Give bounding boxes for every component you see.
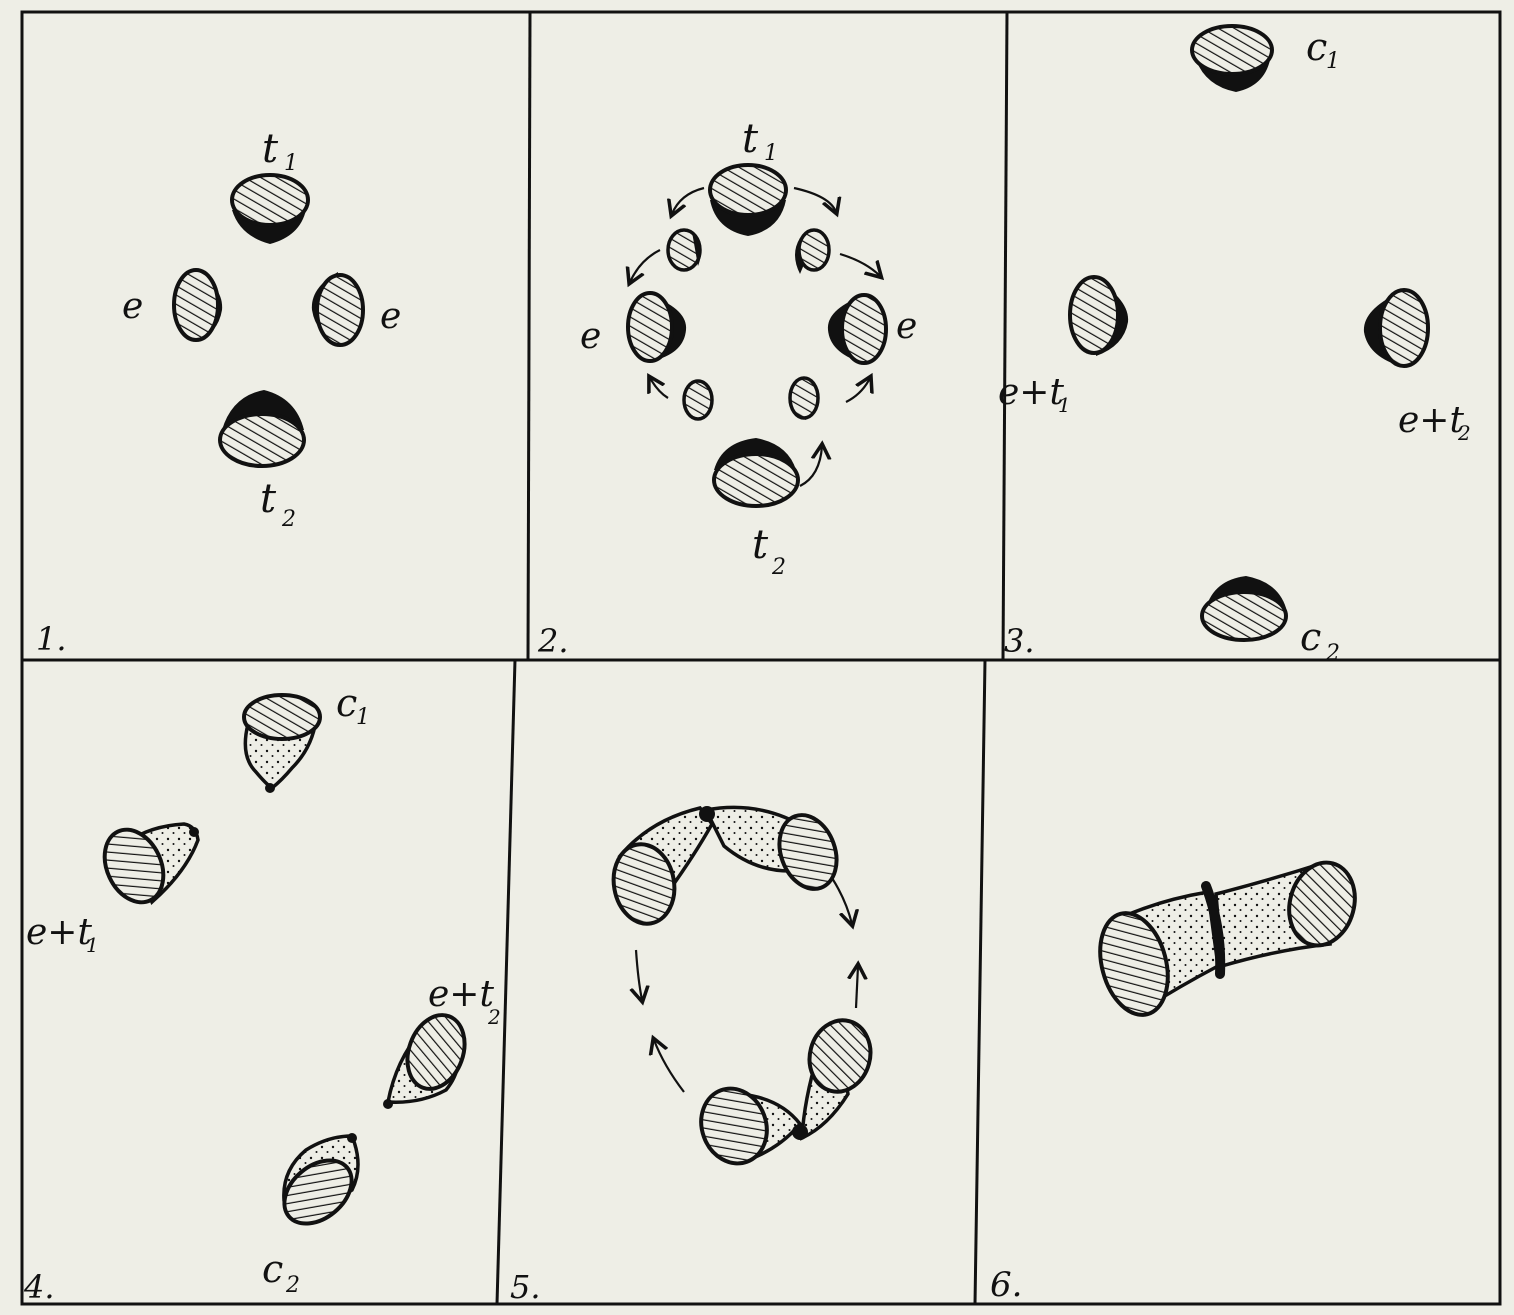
panel-6: 6. <box>990 855 1364 1305</box>
chromosome-arm-lower-right <box>802 1013 879 1138</box>
chromosome-arm-left <box>1090 892 1218 1023</box>
label-t1-sub: 1 <box>284 151 298 176</box>
centromere-upper <box>699 806 715 822</box>
label-t1-sub: 1 <box>764 141 778 166</box>
chromosome-e-right <box>312 272 363 345</box>
chromosome-e-t1 <box>1070 277 1128 356</box>
chromosome-c1 <box>1192 26 1272 92</box>
label-t1: t <box>262 126 279 172</box>
panel-number-4: 4. <box>23 1268 55 1306</box>
chromosome-arm-upper-right <box>706 807 846 897</box>
chromosome-arm-upper-left <box>608 808 712 929</box>
panel-4: c 1 e+t 1 e+t 2 c 2 4. <box>23 681 501 1306</box>
chromosome-e-t1 <box>93 820 199 912</box>
chromosome-t2 <box>220 390 304 466</box>
panel-number-1: 1. <box>36 620 67 658</box>
panel-3: c 1 e+t 1 e+t 2 c 2 3. <box>998 25 1471 666</box>
fragment-upper-left <box>668 230 701 270</box>
chromosome-t1 <box>232 175 308 244</box>
chromosome-e-t2 <box>1364 290 1428 366</box>
panel-5: 5. <box>510 806 878 1306</box>
label-e-t2-sub: 2 <box>487 1005 501 1029</box>
label-e-right: e <box>380 296 401 337</box>
chromosome-e-left <box>628 293 686 361</box>
panel-number-6: 6. <box>990 1265 1022 1305</box>
label-e-t1-sub: 1 <box>86 933 99 957</box>
label-t2: t <box>752 522 769 568</box>
label-e-right: e <box>896 306 917 347</box>
label-e-t2: e+t <box>1398 400 1464 441</box>
label-c2-sub: 2 <box>285 1273 300 1298</box>
label-c1-sub: 1 <box>1326 49 1340 74</box>
label-t2-sub: 2 <box>281 507 296 532</box>
panel-number-5: 5. <box>510 1268 541 1306</box>
label-c2: c <box>262 1247 283 1291</box>
chromosome-arm-lower-left <box>691 1079 800 1172</box>
label-t1: t <box>742 116 759 162</box>
label-t2: t <box>260 476 277 522</box>
label-e-left: e <box>122 286 143 327</box>
fragment-lower-right <box>790 378 818 420</box>
label-c2-sub: 2 <box>1325 641 1340 666</box>
label-c1: c <box>1306 25 1327 69</box>
chromosome-e-t2 <box>383 1007 474 1109</box>
label-c1-sub: 1 <box>356 705 370 730</box>
panel-2: t 1 e e t 2 2. <box>537 116 917 660</box>
label-c2: c <box>1300 615 1321 659</box>
panel-number-3: 3. <box>1004 622 1035 660</box>
label-e-t2: e+t <box>428 974 494 1015</box>
chromosome-e-right <box>828 295 886 363</box>
label-e-t1-sub: 1 <box>1058 393 1071 417</box>
panel-number-2: 2. <box>537 622 569 660</box>
label-e-t2-sub: 2 <box>1457 421 1471 445</box>
chromosome-t1 <box>710 165 786 236</box>
label-t2-sub: 2 <box>771 555 786 580</box>
fragment-upper-right <box>795 230 829 274</box>
chromosome-e-left <box>174 270 222 340</box>
chromosome-arm-right <box>1216 855 1364 966</box>
label-e-t1: e+t <box>26 912 92 953</box>
chromosome-c1 <box>244 695 320 793</box>
fragment-lower-left <box>684 380 712 420</box>
label-c1: c <box>336 681 357 725</box>
panel-1: t 1 e e t 2 1. <box>36 126 401 658</box>
centromere-lower <box>792 1124 808 1140</box>
label-e-t1: e+t <box>998 372 1064 413</box>
chromosome-t2 <box>714 438 798 506</box>
label-e-left: e <box>580 316 601 357</box>
chromosome-c2 <box>272 1133 364 1236</box>
chromosome-c2 <box>1202 576 1286 640</box>
